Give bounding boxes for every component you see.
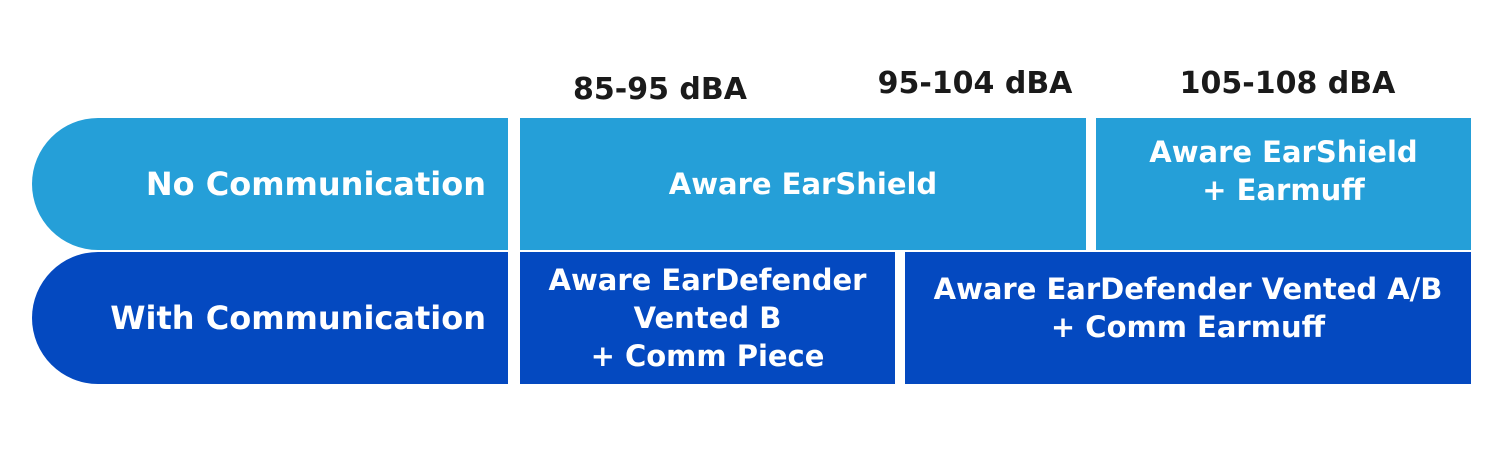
range-label-105-108: 105-108 dBA [1179,65,1396,101]
row-label-with-communication: With Communication [32,252,508,384]
cell-line: Aware EarDefender [548,263,867,297]
cell-line: + Earmuff [1202,173,1365,207]
cell-line: Vented B [633,301,782,335]
cell-no-communication-105-108: Aware EarShield + Earmuff [1096,118,1471,250]
cell-no-communication-85-104: Aware EarShield [520,118,1086,250]
cell-with-communication-85-95: Aware EarDefender Vented B + Comm Piece [520,252,895,384]
cell-line: Aware EarDefender Vented A/B [933,272,1443,306]
cell-line: Aware EarShield [668,167,938,201]
row-label-with-communication-text: With Communication [110,299,486,337]
cell-with-communication-95-108: Aware EarDefender Vented A/B + Comm Earm… [905,252,1471,384]
range-label-95-104: 95-104 dBA [877,65,1073,101]
range-label-85-95: 85-95 dBA [573,71,747,107]
cell-line: Aware EarShield [1149,135,1418,169]
cell-line: + Comm Earmuff [1050,310,1326,344]
cell-line: + Comm Piece [590,339,825,373]
row-label-no-communication-text: No Communication [145,165,486,203]
row-label-no-communication: No Communication [32,118,508,250]
